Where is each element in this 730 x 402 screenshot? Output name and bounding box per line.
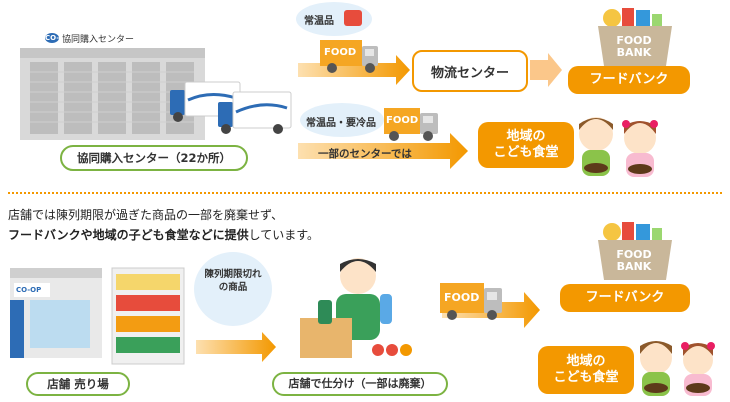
section-divider: [8, 192, 722, 194]
warehouse-label: 協同購入センター（22か所）: [60, 145, 248, 171]
warehouse-illustration: [20, 30, 205, 140]
food-bank-box-top-line2: BANK: [616, 46, 652, 59]
arrow-to-logistics: [298, 55, 410, 85]
food-bank-box-bottom-line1: FOOD: [616, 248, 652, 261]
arrow-to-sorting: [196, 332, 276, 362]
warehouse-sign: 協同購入センター: [62, 35, 135, 45]
bubble-expired-line2: の商品: [218, 282, 248, 293]
children-cafeteria-bottom: 地域の こども食堂: [538, 346, 634, 394]
bubble-ambient-text: 常温品: [304, 16, 334, 27]
bubble-ambient-chilled: 常温品・要冷品: [300, 103, 384, 137]
food-bank-box-bottom-line2: BANK: [616, 260, 652, 273]
arrow-to-cafeteria-top: [298, 133, 468, 169]
arrow-note: 一部のセンターでは: [318, 148, 412, 160]
coop-logo-top: CO-OP: [45, 33, 59, 43]
sorting-label: 店舗で仕分け（一部は廃棄）: [272, 372, 448, 396]
logistics-center-box: 物流センター: [412, 50, 528, 92]
food-bank-box-top-line1: FOOD: [616, 34, 652, 47]
truck-text-top2: FOOD: [386, 115, 419, 126]
children-cafeteria-top: 地域の こども食堂: [478, 122, 574, 168]
children-cafeteria-top-line1: 地域の: [506, 128, 546, 144]
children-cafeteria-top-line2: こども食堂: [493, 145, 559, 160]
coop-trucks: [170, 81, 292, 134]
bubble-ambient: 常温品: [296, 2, 372, 36]
worker-illustration: [300, 258, 412, 358]
bubble-ambient-chilled-text: 常温品・要冷品: [306, 118, 376, 129]
bubble-expired-line1: 陳列期限切れ: [204, 269, 262, 280]
food-truck-top1: [320, 40, 378, 73]
truck-text-bottom: FOOD: [444, 291, 480, 304]
coop-logo-store: CO-OP: [16, 286, 42, 294]
shelf-illustration: [111, 267, 185, 365]
description-line1: 店舗では陳列期限が過ぎた商品の一部を廃棄せず、: [8, 208, 284, 222]
children-cafeteria-bottom-line1: 地域の: [566, 353, 606, 369]
ambient-goods-icon: [344, 10, 362, 26]
children-illustration-top: [579, 117, 658, 177]
food-bank-label-top: フードバンク: [568, 66, 690, 94]
truck-text-top1: FOOD: [324, 47, 357, 58]
description-line2: フードバンクや地域の子ども食堂などに提供しています。: [8, 226, 319, 243]
description-line2-rest: しています。: [248, 228, 320, 242]
food-bank-box-bottom: [598, 222, 672, 280]
food-truck-top2: [384, 108, 438, 141]
food-truck-bottom: [440, 283, 502, 320]
store-illustration: [10, 268, 102, 358]
food-bank-label-bottom: フードバンク: [560, 284, 690, 312]
description-line2-bold: フードバンクや地域の子ども食堂などに提供: [8, 228, 249, 242]
food-bank-box-text-top: FOOD BANK: [610, 35, 658, 59]
arrow-to-foodbank-top: [530, 53, 562, 87]
food-bank-box-text-bottom: FOOD BANK: [610, 249, 658, 273]
store-label: 店舗 売り場: [26, 372, 130, 396]
coop-logo-text: CO-OP: [45, 34, 59, 42]
children-cafeteria-bottom-line2: こども食堂: [553, 370, 619, 385]
children-illustration-bottom: [640, 341, 715, 396]
food-bank-box-top: [598, 8, 672, 66]
bubble-expired: 陳列期限切れ の商品: [194, 252, 272, 326]
